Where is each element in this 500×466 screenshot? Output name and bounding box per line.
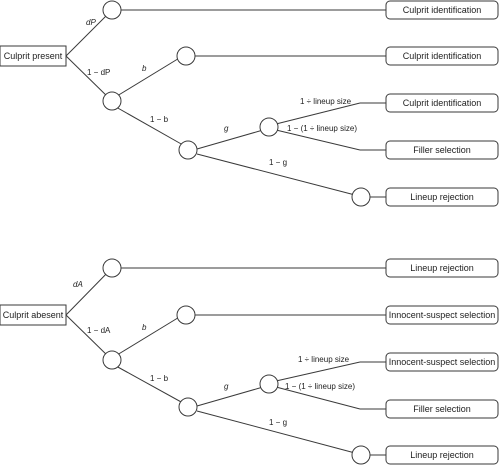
chance-node	[351, 445, 371, 465]
outcome-label: Filler selection	[413, 404, 471, 414]
edge-label: dP	[86, 18, 96, 27]
edge	[65, 55, 113, 102]
outcome-label: Innocent-suspect selection	[389, 357, 496, 367]
edge-label: b	[142, 323, 147, 332]
chance-node	[102, 0, 122, 20]
edge-label: dA	[73, 280, 83, 289]
edge-label: 1 − dA	[87, 326, 111, 335]
edge	[196, 410, 356, 454]
edge-label: b	[142, 64, 147, 73]
outcome-box	[385, 258, 499, 278]
outcome-box	[385, 46, 499, 66]
outcome-label: Culprit identification	[403, 5, 482, 15]
outcome-box	[385, 445, 499, 465]
edge	[65, 9, 113, 57]
edge-label: 1 − dP	[87, 68, 110, 77]
outcome-box	[385, 93, 499, 113]
edge	[65, 267, 113, 316]
chance-node	[178, 140, 198, 160]
outcome-label: Innocent-suspect selection	[389, 310, 496, 320]
chance-node	[102, 258, 122, 278]
edge	[116, 56, 182, 97]
edge	[275, 386, 361, 410]
edge	[196, 386, 264, 407]
chance-node	[102, 350, 122, 370]
chance-node	[102, 91, 122, 111]
outcome-label: Lineup rejection	[410, 192, 474, 202]
edge-label: 1 ÷ lineup size	[298, 355, 350, 364]
tree-culprit-present: Culprit present Culprit identification C…	[0, 0, 499, 207]
edge-label: g	[224, 124, 229, 133]
outcome-box	[385, 305, 499, 325]
edge	[196, 129, 264, 150]
outcome-box	[385, 140, 499, 160]
edge-label: 1 − (1 ÷ lineup size)	[285, 382, 355, 391]
edge-label: 1 − g	[269, 158, 287, 167]
chance-node	[178, 397, 198, 417]
edge	[116, 315, 182, 356]
outcome-box	[385, 399, 499, 419]
edge	[65, 314, 113, 361]
outcome-box	[385, 352, 499, 372]
outcome-label: Lineup rejection	[410, 263, 474, 273]
edge	[196, 153, 356, 196]
root-box	[0, 45, 67, 67]
root-label: Culprit present	[4, 51, 63, 61]
edge-label: g	[224, 382, 229, 391]
chance-node	[259, 374, 279, 394]
chance-node	[176, 46, 196, 66]
chance-node	[351, 187, 371, 207]
edge-label: 1 − b	[150, 374, 169, 383]
edge-label: 1 ÷ lineup size	[300, 97, 352, 106]
outcome-label: Lineup rejection	[410, 450, 474, 460]
outcome-box	[385, 0, 499, 20]
edge-label: 1 − b	[150, 115, 169, 124]
root-box	[0, 304, 67, 326]
outcome-label: Culprit identification	[403, 51, 482, 61]
edge	[115, 106, 184, 146]
outcome-label: Culprit identification	[403, 98, 482, 108]
tree-culprit-absent: Culprit abesent Lineup rejection Innocen…	[0, 258, 499, 465]
outcome-box	[385, 187, 499, 207]
chance-node	[176, 305, 196, 325]
edge	[115, 365, 184, 404]
root-label: Culprit abesent	[3, 310, 64, 320]
edge	[275, 361, 361, 382]
outcome-label: Filler selection	[413, 145, 471, 155]
edge-label: 1 − g	[269, 418, 287, 427]
edge	[275, 102, 361, 125]
edge	[275, 129, 361, 151]
chance-node	[259, 117, 279, 137]
edge-label: 1 − (1 ÷ lineup size)	[287, 124, 357, 133]
